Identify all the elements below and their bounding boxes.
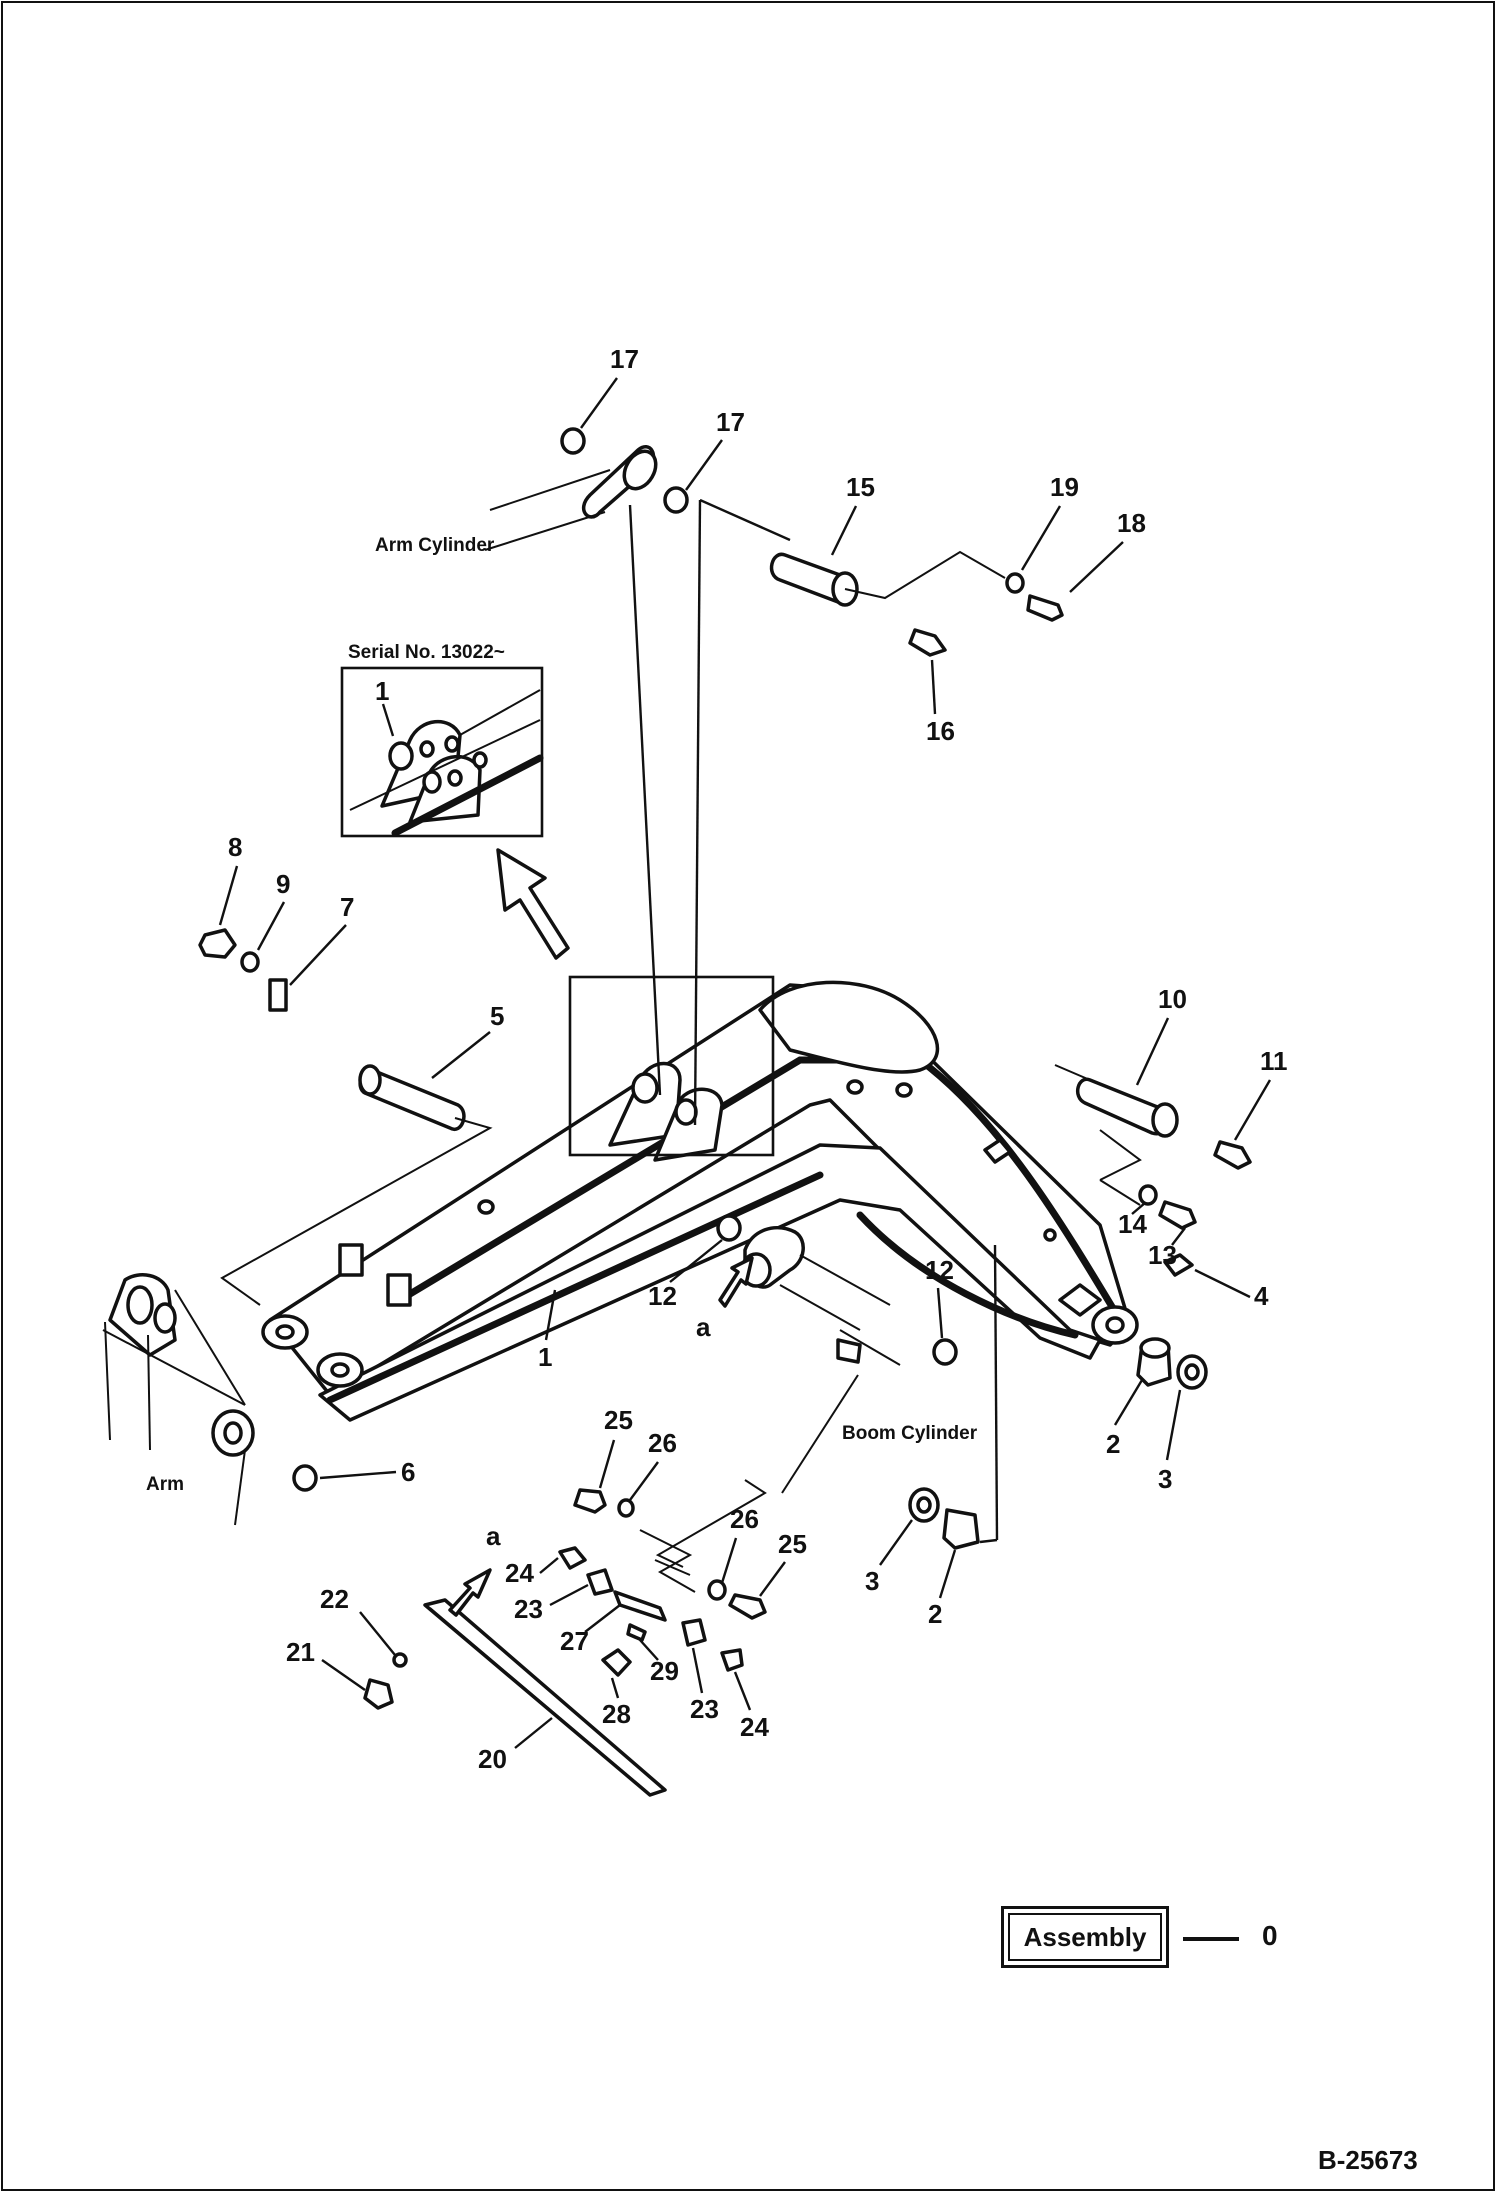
pin-5 <box>220 1064 493 1306</box>
inset-arrow <box>496 848 570 960</box>
boom-structure <box>261 980 1139 1422</box>
arm-end: Arm <box>102 1273 318 1526</box>
callout-24b: 24 <box>740 1712 769 1742</box>
callout-17a: 17 <box>610 344 639 374</box>
washer-12b <box>932 1338 958 1366</box>
callout-6: 6 <box>401 1457 415 1487</box>
assembly-legend-value: 0 <box>1262 1920 1278 1951</box>
callout-26a: 26 <box>648 1428 677 1458</box>
callout-19: 19 <box>1050 472 1079 502</box>
callout-26b: 26 <box>730 1504 759 1534</box>
callout-18: 18 <box>1117 508 1146 538</box>
stopper-assembly <box>363 1256 767 1797</box>
callout-3b: 3 <box>865 1566 879 1596</box>
callout-2b: 2 <box>928 1599 942 1629</box>
boom-cylinder-label: Boom Cylinder <box>842 1423 978 1444</box>
detail-frame <box>568 975 775 1157</box>
callout-15: 15 <box>846 472 875 502</box>
callout-20: 20 <box>478 1744 507 1774</box>
arm-cylinder: Arm Cylinder <box>375 445 791 1126</box>
callout-4: 4 <box>1254 1281 1269 1311</box>
callout-8: 8 <box>228 832 242 862</box>
callout-a-stopper: a <box>486 1521 501 1551</box>
callout-11: 11 <box>1260 1046 1288 1076</box>
callout-25a: 25 <box>604 1405 633 1435</box>
pin-10-assembly <box>1054 1064 1252 1277</box>
arm-label: Arm <box>146 1474 184 1495</box>
callout-a-boom: a <box>696 1312 711 1342</box>
callout-5: 5 <box>490 1001 504 1031</box>
assembly-legend-label: Assembly <box>1008 1913 1162 1961</box>
callout-27: 27 <box>560 1626 589 1656</box>
callout-1: 1 <box>538 1342 552 1372</box>
callout-23a: 23 <box>514 1594 543 1624</box>
legend-connector <box>1183 1937 1239 1941</box>
bushing-2b <box>942 1508 980 1550</box>
callout-2a: 2 <box>1106 1429 1120 1459</box>
callout-24a: 24 <box>505 1558 534 1588</box>
pin-15-assembly <box>769 550 1064 657</box>
callout-1-inset: 1 <box>375 676 389 706</box>
callout-3a: 3 <box>1158 1464 1172 1494</box>
callout-10: 10 <box>1158 984 1187 1014</box>
washer-12a <box>716 1214 742 1242</box>
callout-12a: 12 <box>648 1281 677 1311</box>
drawing-number: B-25673 <box>1318 2145 1418 2175</box>
washer-17a <box>560 427 586 455</box>
washer-17b <box>663 486 689 514</box>
callout-9: 9 <box>276 869 290 899</box>
callout-7: 7 <box>340 892 354 922</box>
bushing-2a-end <box>1139 1337 1171 1359</box>
callout-29: 29 <box>650 1656 679 1686</box>
assembly-legend: Assembly <box>1001 1906 1169 1968</box>
callouts: 17 17 15 19 18 16 8 9 7 5 10 11 14 13 4 … <box>218 344 1288 1774</box>
washer-6 <box>292 1464 318 1492</box>
callout-22: 22 <box>320 1584 349 1614</box>
callout-17b: 17 <box>716 407 745 437</box>
callout-25b: 25 <box>778 1529 807 1559</box>
callout-28: 28 <box>602 1699 631 1729</box>
washer-9 <box>240 951 260 973</box>
serial-inset: Serial No. 13022~ 1 <box>340 642 544 838</box>
nut-8 <box>198 928 237 959</box>
callout-23b: 23 <box>690 1694 719 1724</box>
serial-note-label: Serial No. 13022~ <box>348 642 505 663</box>
arm-cylinder-label: Arm Cylinder <box>375 535 495 556</box>
plate-7 <box>268 978 288 1012</box>
callout-16: 16 <box>926 716 955 746</box>
callout-21: 21 <box>286 1637 315 1667</box>
callout-12b: 12 <box>925 1255 954 1285</box>
